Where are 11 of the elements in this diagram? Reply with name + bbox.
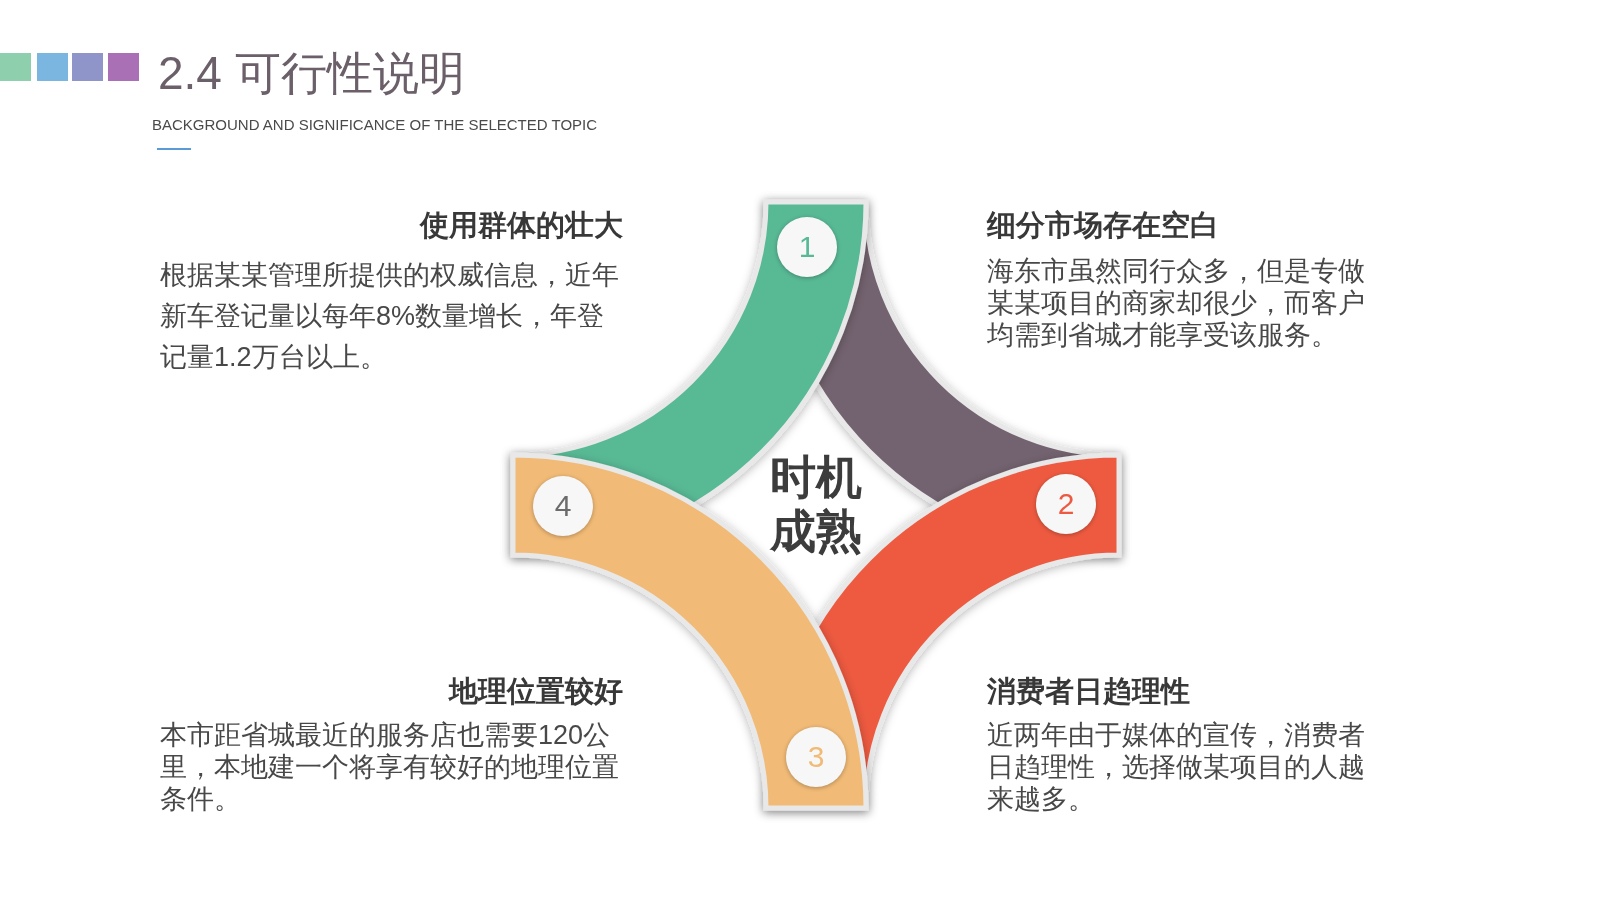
section-text: 海东市虽然同行众多，但是专做某某项目的商家却很少，而客户均需到省城才能享受该服务。 [987, 255, 1366, 351]
section-heading: 细分市场存在空白 [987, 208, 1219, 243]
section-heading: 消费者日趋理性 [987, 674, 1190, 709]
section-text: 本市距省城最近的服务店也需要120公里，本地建一个将享有较好的地理位置条件。 [160, 719, 620, 815]
section-heading: 使用群体的壮大 [420, 208, 623, 243]
section-heading: 地理位置较好 [449, 674, 623, 709]
slide-title: 2.4 可行性说明 [158, 46, 465, 101]
center-text: 时机成熟 [768, 450, 864, 558]
subtitle: BACKGROUND AND SIGNIFICANCE OF THE SELECTED TOPIC [152, 116, 598, 134]
section-text: 近两年由于媒体的宣传，消费者日趋理性，选择做某项目的人越来越多。 [987, 719, 1366, 815]
section-text: 根据某某管理所提供的权威信息，近年新车登记量以每年8%数量增长，年登记量1.2万台以上。 [160, 259, 620, 374]
